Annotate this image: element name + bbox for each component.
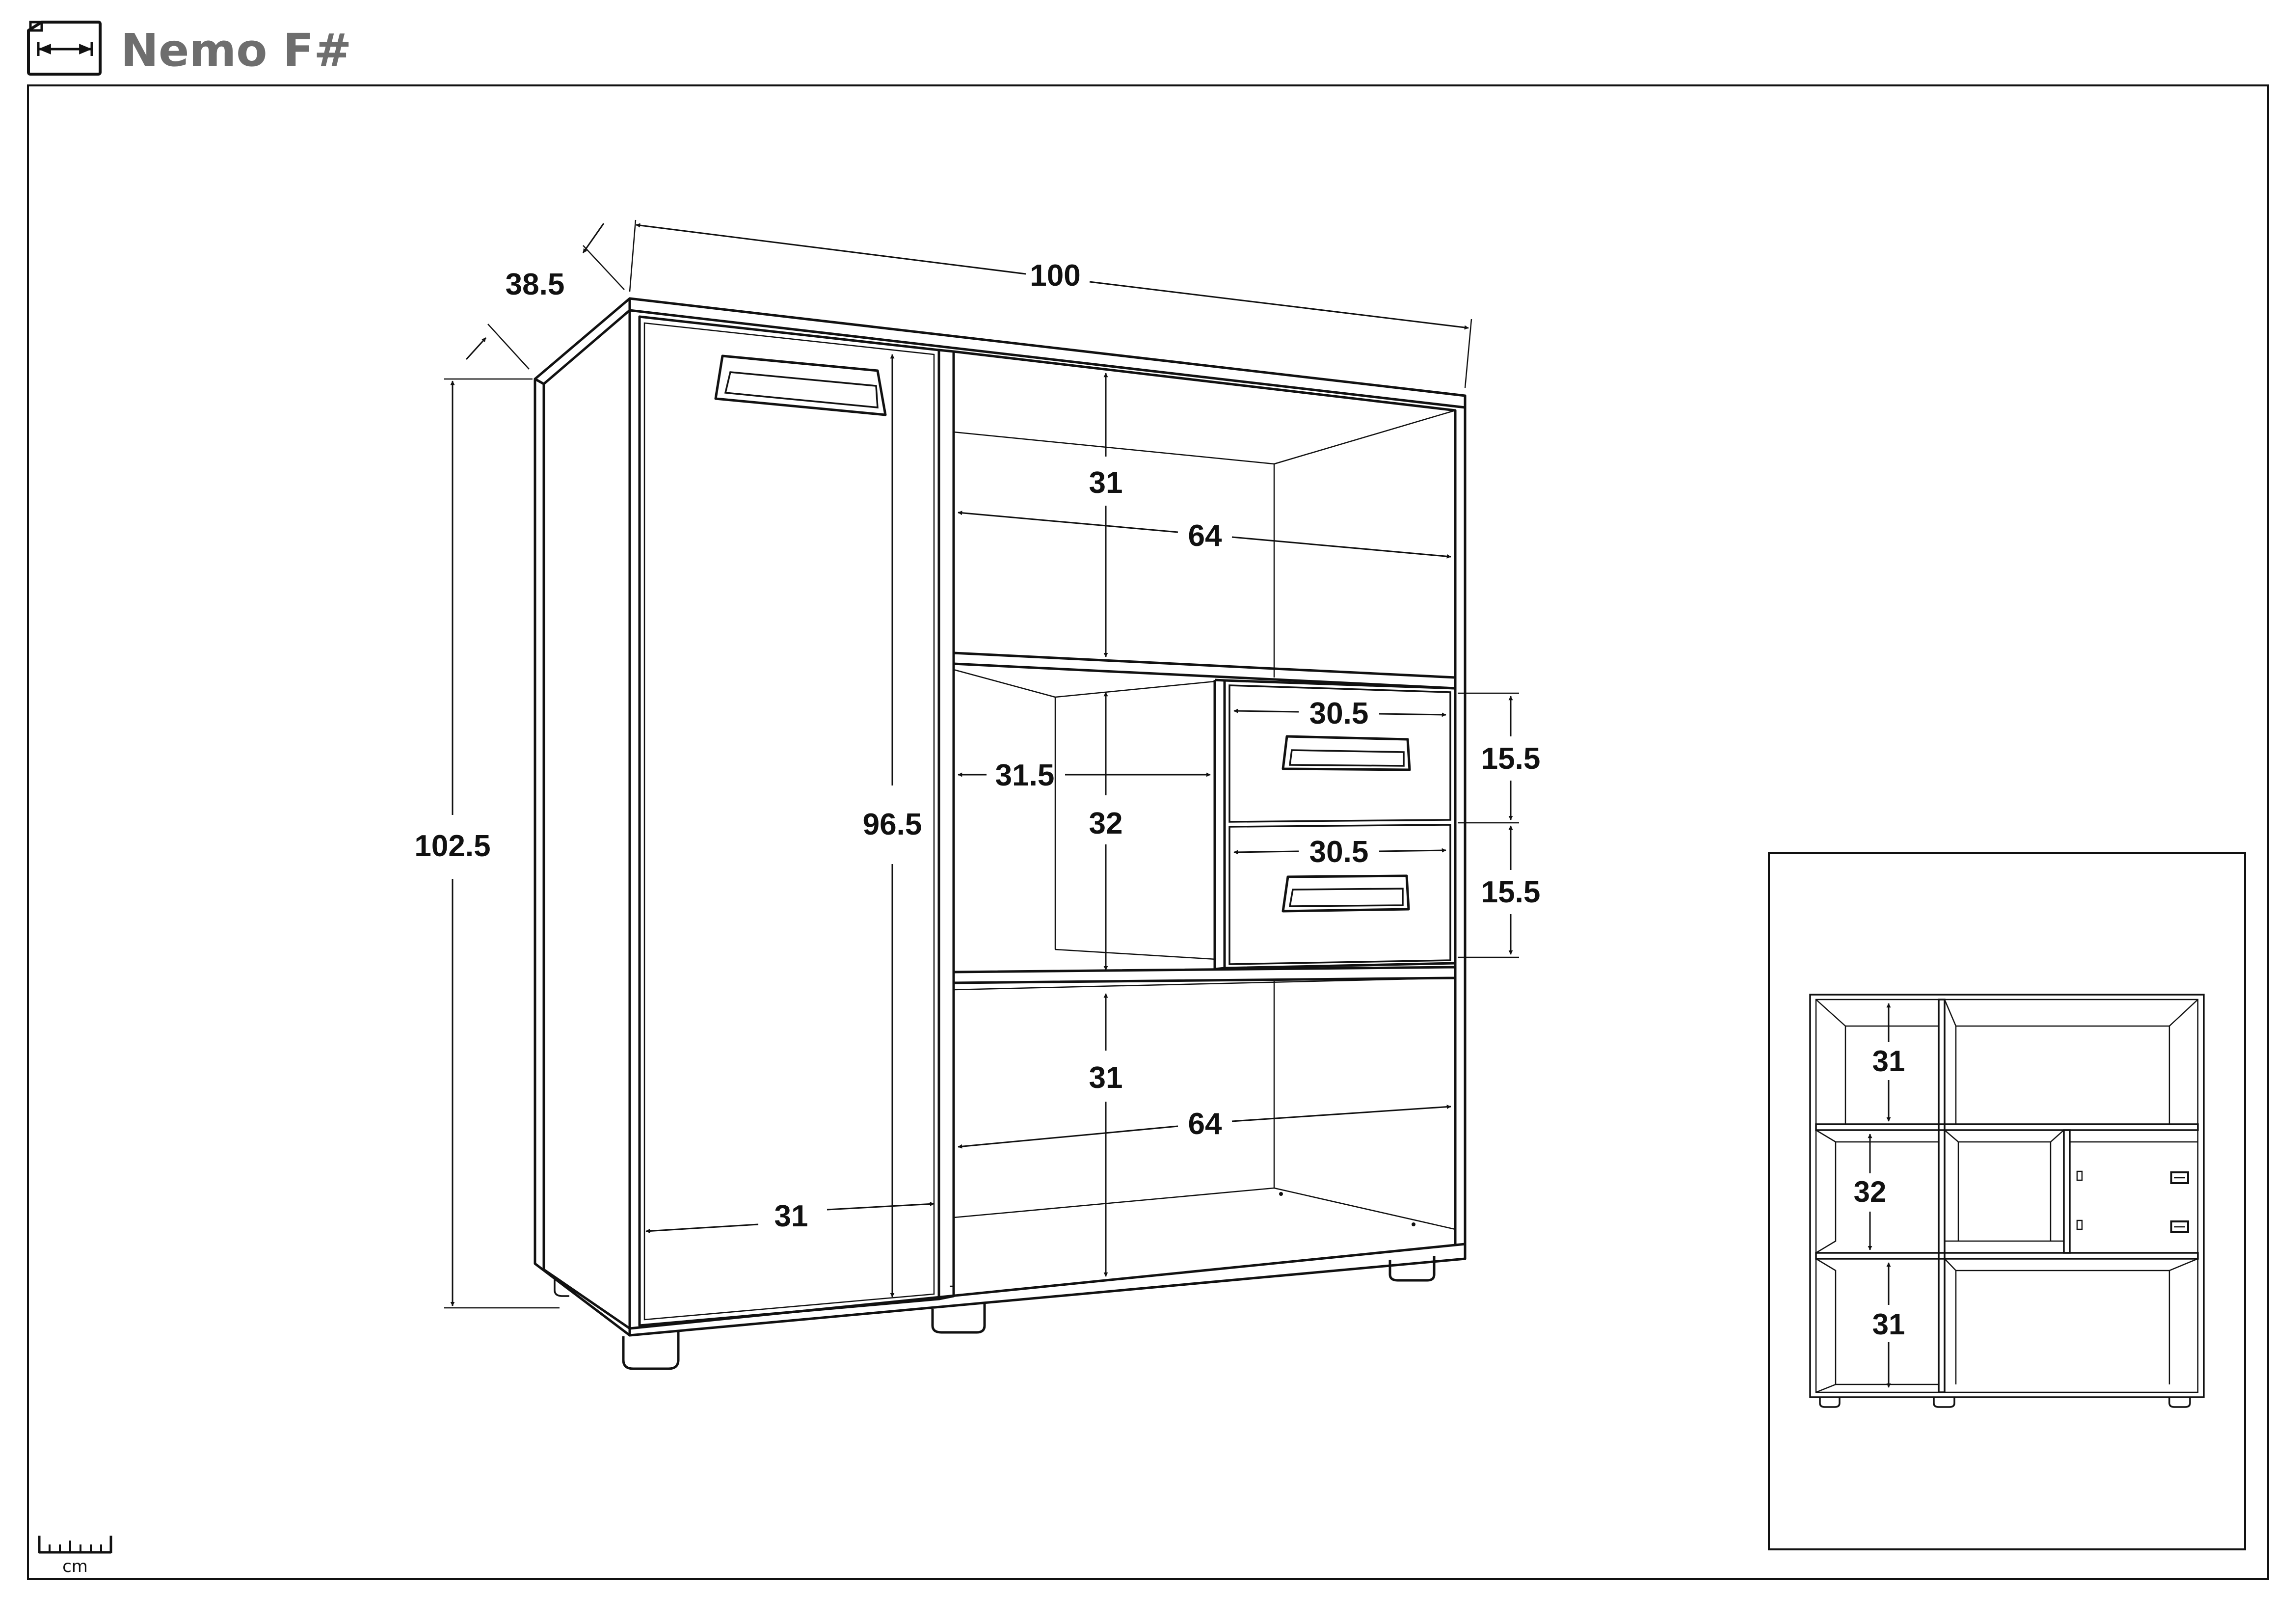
- dim-width: 100: [1030, 259, 1080, 293]
- dim-drawer-top-height: 15.5: [1481, 742, 1541, 776]
- header: Nemo F#: [27, 21, 351, 77]
- dim-drawer-bottom-height: 15.5: [1481, 875, 1541, 909]
- drawer-top: [1228, 684, 1451, 823]
- dim-door-width: 31: [774, 1199, 808, 1233]
- dim-top-shelf-height: 31: [1089, 466, 1123, 500]
- inset-view: 31 32 31: [1768, 852, 2246, 1550]
- sheet-frame: [27, 84, 2269, 1580]
- lower-shelf: [952, 966, 1457, 984]
- inset-dim-bottom: 31: [1872, 1308, 1905, 1341]
- page-title: Nemo F#: [121, 24, 351, 77]
- dim-drawer-top-width: 30.5: [1309, 697, 1369, 731]
- cabinet-top-edge: [628, 297, 1467, 409]
- drawer-bottom: [1228, 824, 1451, 965]
- cabinet-feet: [554, 1256, 1436, 1370]
- dim-door-height: 96.5: [863, 808, 922, 841]
- dim-depth: 38.5: [506, 268, 565, 301]
- middle-compartment: [952, 669, 1457, 984]
- door-handle: [714, 354, 887, 416]
- drawer-top-handle: [1281, 735, 1411, 771]
- dim-height: 102.5: [414, 829, 490, 863]
- cabinet-main-view: [534, 297, 1467, 1370]
- door-inner-bevel: [643, 322, 935, 1321]
- dim-middle-niche-width: 31.5: [995, 758, 1055, 792]
- dim-top-shelf-width: 64: [1188, 519, 1222, 553]
- dim-bottom-shelf-width: 64: [1188, 1107, 1222, 1141]
- bottom-compartment: [953, 688, 1457, 1244]
- ruler-icon: [38, 1536, 112, 1554]
- cabinet-left-side: [534, 378, 631, 1337]
- scale-legend: cm: [38, 1536, 112, 1576]
- dimensions-sheet-icon: [27, 21, 102, 76]
- scale-unit: cm: [62, 1557, 88, 1576]
- cabinet-front-outline: [628, 310, 1467, 1337]
- inset-frame: [1768, 852, 2246, 1550]
- dim-middle-niche-height: 32: [1089, 807, 1123, 840]
- cabinet-top-side: [534, 297, 631, 385]
- inset-dim-top: 31: [1872, 1045, 1905, 1078]
- dim-drawer-bottom-width: 30.5: [1309, 835, 1369, 869]
- drawer-bottom-handle: [1281, 874, 1410, 913]
- inset-dim-middle: 32: [1854, 1175, 1887, 1208]
- main-dimensions: 100 38.5 102.5 96.5 31 31 64 31.5: [414, 219, 1541, 1309]
- dim-bottom-shelf-height: 31: [1089, 1061, 1123, 1095]
